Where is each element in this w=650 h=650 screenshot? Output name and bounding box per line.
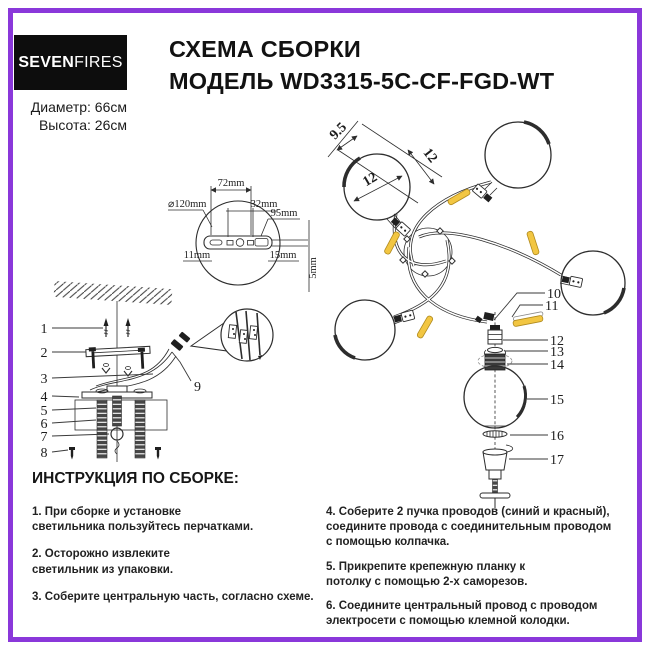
- part-label-16: 16: [550, 429, 564, 444]
- part-label-4: 4: [41, 390, 48, 405]
- top-view: 9.5 12 12: [327, 120, 626, 361]
- part-label-17: 17: [550, 453, 564, 468]
- dim-12-outer: 12: [420, 146, 440, 166]
- instructions-heading: ИНСТРУКЦИЯ ПО СБОРКЕ:: [32, 470, 239, 487]
- instruction-step-2: 2. Осторожно извлеките светильник из упа…: [32, 548, 174, 576]
- instruction-step-1: 1. При сборке и установке светильника по…: [32, 506, 254, 534]
- mount-screws: [103, 318, 131, 337]
- part-label-9: 9: [194, 380, 201, 395]
- dim-95mm: 95mm: [271, 208, 298, 219]
- hub-clamps: [399, 227, 456, 278]
- logo-text-bold: SEVEN: [18, 53, 75, 71]
- title-line1: СХЕМА СБОРКИ: [169, 36, 361, 62]
- decor-stick-11: [512, 311, 544, 327]
- plate-detail: 72mm 32mm 95mm ⌀120mm 11mm 15mm 5mm: [168, 178, 319, 292]
- spec-height: Высота: 26см: [38, 117, 127, 134]
- dim-32mm: 32mm: [251, 199, 278, 210]
- mounting-bar: [85, 345, 151, 369]
- dim-72mm: 72mm: [218, 178, 245, 189]
- instructions-left-column: 1. При сборке и установке светильника по…: [32, 505, 314, 605]
- part-label-8: 8: [41, 446, 48, 461]
- globes: [333, 120, 626, 361]
- part-label-13: 13: [550, 345, 564, 360]
- title-line2: МОДЕЛЬ WD3315-5C-CF-FGD-WT: [169, 68, 555, 95]
- dim-120mm: ⌀120mm: [168, 199, 206, 210]
- part-label-12: 12: [550, 334, 564, 349]
- instruction-step-4: 4. Соберите 2 пучка проводов (синий и кр…: [326, 506, 612, 549]
- part-label-3: 3: [41, 372, 48, 387]
- instructions-right-column: 4. Соберите 2 пучка проводов (синий и кр…: [326, 505, 611, 629]
- part-labels-right: 10 11 12 13 14 15 16 17: [493, 287, 564, 468]
- part-label-2: 2: [41, 346, 48, 361]
- dim-11mm: 11mm: [184, 250, 210, 261]
- part-label-5: 5: [41, 404, 48, 419]
- part-label-15: 15: [550, 393, 564, 408]
- part-label-14: 14: [550, 358, 564, 373]
- logo-text-light: FIRES: [74, 53, 123, 71]
- decor-sticks: [384, 188, 540, 339]
- part-label-7: 7: [41, 430, 48, 445]
- wire-connectors: [170, 331, 191, 351]
- ceiling-assembly: 1 2 3 4 5 6 7 8 9: [41, 280, 274, 462]
- page-title: СХЕМА СБОРКИ МОДЕЛЬ WD3315-5C-CF-FGD-WT: [169, 33, 554, 98]
- part-label-10: 10: [547, 287, 561, 302]
- dim-12-inner: 12: [360, 170, 380, 190]
- exploded-view: 10 11 12 13 14 15 16 17: [463, 287, 564, 510]
- part-label-11: 11: [545, 299, 558, 314]
- wires: [89, 348, 177, 395]
- part-labels-left: 1 2 3 4 5 6 7 8 9: [41, 322, 202, 461]
- part-label-6: 6: [41, 417, 48, 432]
- spec-diameter: Диаметр: 66см: [30, 99, 127, 115]
- dim-5mm: 5mm: [308, 257, 319, 279]
- arms: [392, 180, 562, 324]
- terminal-callout: [189, 308, 274, 362]
- globe-connectors: [386, 181, 583, 325]
- part-label-1: 1: [41, 322, 48, 337]
- instruction-step-6: 6. Соедините центральный провод с провод…: [326, 599, 598, 628]
- spec-block: Диаметр: 66см Высота: 26см: [12, 98, 127, 135]
- small-screws: [69, 447, 161, 460]
- hanging-ring: [110, 427, 124, 455]
- dim-9-5: 9.5: [327, 120, 350, 143]
- ceiling-hatch: [53, 280, 173, 306]
- dim-15mm: 15mm: [270, 250, 297, 261]
- spring-washers: [101, 363, 133, 377]
- instruction-step-3: 3. Соберите центральную часть, согласно …: [32, 590, 314, 603]
- page-border: [8, 8, 642, 642]
- instruction-step-5: 5. Прикрепите крепежную планку к потолку…: [326, 560, 528, 588]
- canopy: [74, 385, 168, 459]
